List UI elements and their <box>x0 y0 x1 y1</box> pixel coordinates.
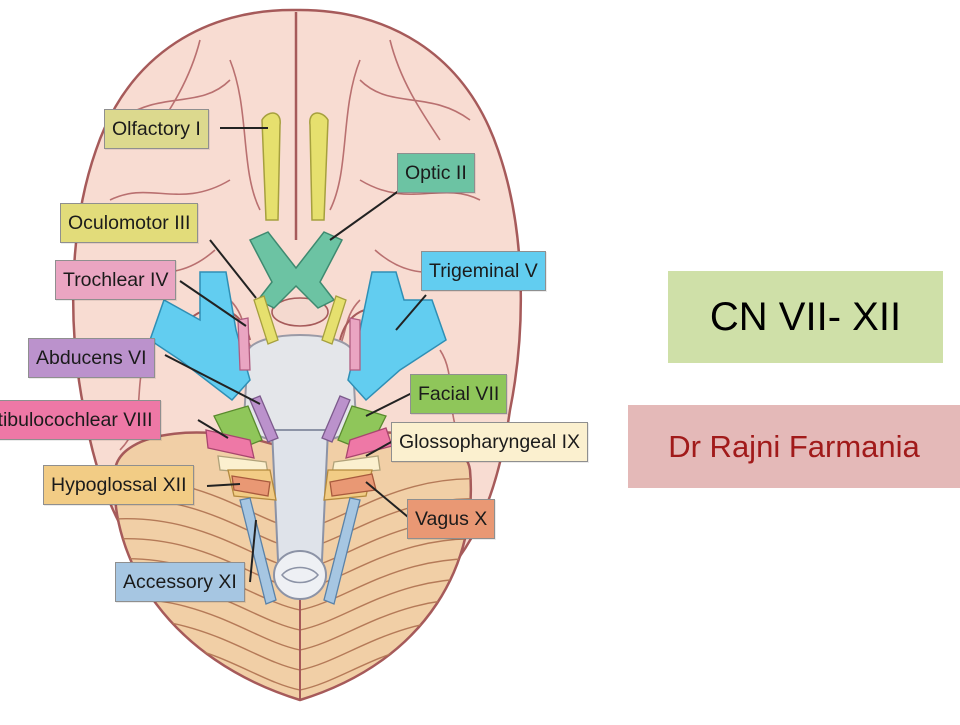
label-trigeminal: Trigeminal V <box>421 251 546 291</box>
label-vagus: Vagus X <box>407 499 496 539</box>
label-facial: Facial VII <box>410 374 508 414</box>
author-name: Dr Rajni Farmania <box>668 428 920 464</box>
olfactory-tract-right <box>309 112 329 221</box>
author-box: Dr Rajni Farmania <box>628 405 960 488</box>
slide-title: CN VII- XII <box>709 294 902 339</box>
label-glossopharyngeal: Glossopharyngeal IX <box>391 422 589 462</box>
label-olfactory: Olfactory I <box>104 109 209 149</box>
title-box: CN VII- XII <box>668 271 943 363</box>
label-vestibulocochlear: Vestibulocochlear VIII <box>0 400 161 440</box>
medulla-section <box>273 550 327 600</box>
oculomotor-right <box>321 295 347 345</box>
label-oculomotor: Oculomotor III <box>60 203 199 243</box>
accessory-right <box>323 497 361 605</box>
vestibulocochlear-left <box>205 429 255 459</box>
label-trochlear: Trochlear IV <box>55 260 177 300</box>
leader-lines <box>164 127 427 583</box>
trigeminal-left <box>149 271 251 402</box>
brain-diagram: Olfactory I Optic II Oculomotor III Troc… <box>0 8 589 702</box>
abducens-right <box>321 395 351 443</box>
oculomotor-left <box>253 295 279 345</box>
abducens-left <box>249 395 279 443</box>
olfactory-tract-left <box>261 112 281 221</box>
label-abducens: Abducens VI <box>28 338 155 378</box>
label-hypoglossal: Hypoglossal XII <box>43 465 195 505</box>
label-optic: Optic II <box>397 153 475 193</box>
trochlear-right <box>349 317 361 371</box>
label-accessory: Accessory XI <box>115 562 245 602</box>
accessory-left <box>239 497 277 605</box>
trochlear-left <box>237 317 251 371</box>
